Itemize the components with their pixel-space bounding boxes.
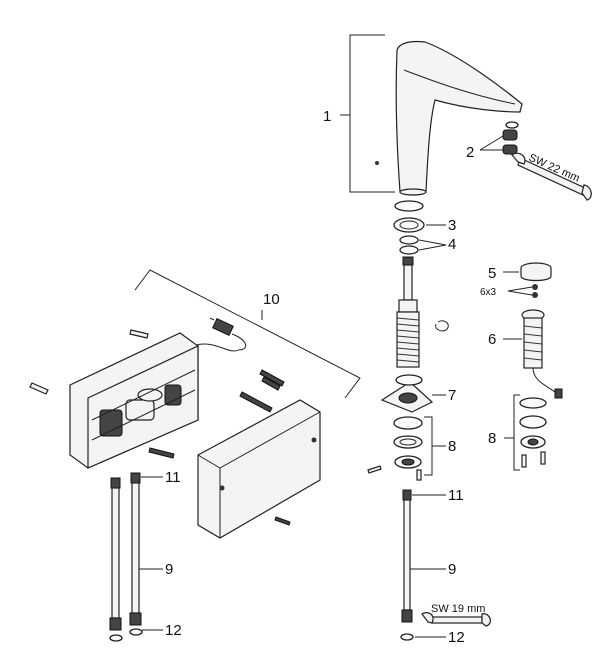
- threaded-shank: [396, 256, 420, 368]
- label-8-right: 8: [488, 430, 496, 447]
- label-10: 10: [263, 291, 280, 308]
- label-2: 2: [466, 144, 474, 161]
- horseshoe-washer-7: [380, 374, 446, 413]
- mounting-set-8-right: [504, 394, 547, 471]
- label-5: 5: [488, 265, 496, 282]
- wrench-sw19-label: SW 19 mm: [431, 603, 485, 615]
- label-6x3: 6x3: [480, 287, 497, 298]
- o-rings-4: [399, 235, 447, 255]
- supply-hose-center: [400, 489, 446, 641]
- label-1: 1: [323, 108, 331, 125]
- label-4: 4: [448, 236, 456, 253]
- label-12-center: 12: [448, 629, 465, 646]
- spout-bracket: [340, 34, 395, 193]
- label-3: 3: [448, 217, 456, 234]
- wrench-sw19: SW 19 mm: [421, 603, 491, 627]
- retaining-clip: [435, 320, 449, 332]
- faucet-spout: [375, 40, 523, 196]
- label-12-left: 12: [165, 622, 182, 639]
- washer-3: [393, 200, 446, 233]
- cap-5: [503, 262, 552, 282]
- control-box: [69, 332, 239, 469]
- label-11-left: 11: [165, 469, 181, 486]
- label-9-center: 9: [448, 561, 456, 578]
- label-7: 7: [448, 387, 456, 404]
- aerator: [479, 121, 519, 155]
- label-8-center: 8: [448, 438, 456, 455]
- box-screws: [29, 329, 285, 459]
- label-6: 6: [488, 331, 496, 348]
- box-cover: [197, 399, 321, 539]
- box-bracket: [134, 269, 361, 399]
- sensor-body-6: [503, 309, 563, 399]
- power-plug: [209, 317, 247, 351]
- wrench-sw22: SW 22 mm: [511, 152, 592, 201]
- label-9-left: 9: [165, 561, 173, 578]
- mounting-set-8-center: [367, 416, 446, 481]
- screws-6x3: [507, 284, 538, 298]
- label-11-center: 11: [448, 487, 464, 504]
- supply-hoses-left: [109, 472, 163, 642]
